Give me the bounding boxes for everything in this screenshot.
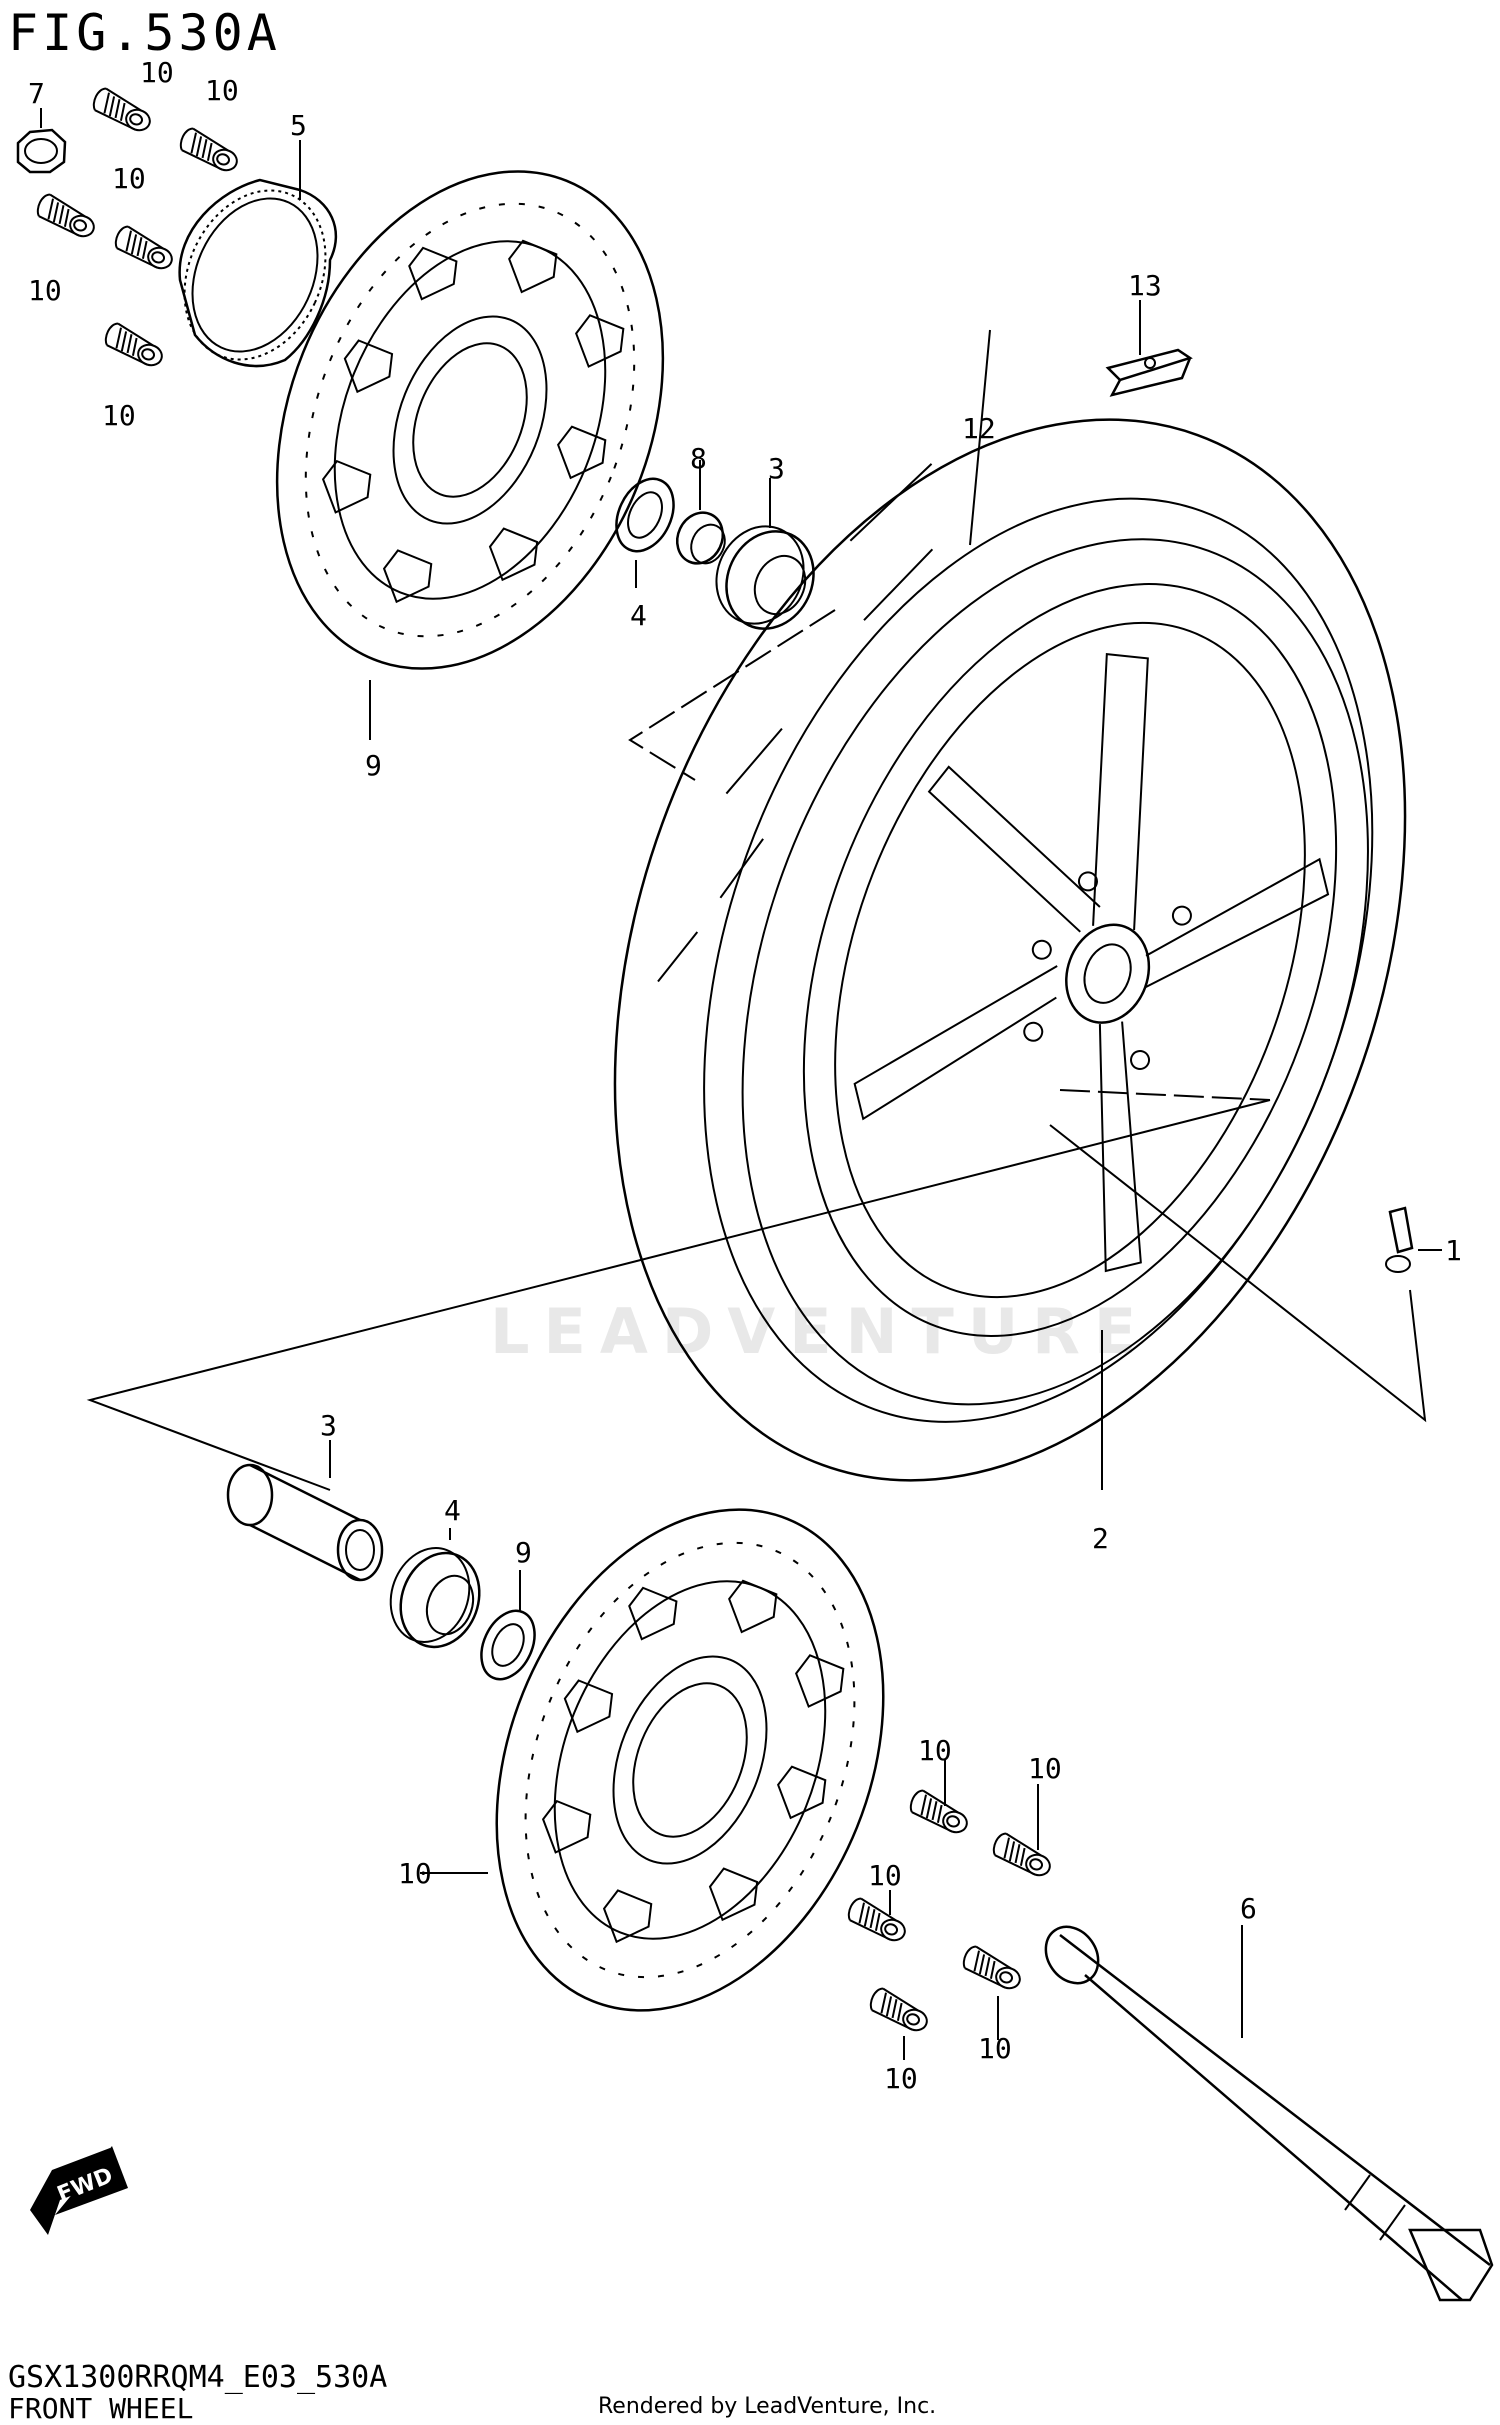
balancer-weight-13: [1105, 300, 1193, 397]
callout-label: 4: [630, 599, 647, 632]
assembly-lines: [86, 329, 1427, 1491]
brake-disc-9-upper: [275, 170, 665, 670]
callout-label: 10: [1028, 1752, 1062, 1785]
figure-title: FIG.530A: [8, 4, 281, 62]
callout-label: 2: [1092, 1522, 1109, 1555]
sensor-ring-5: [178, 140, 338, 368]
bolt-10: [32, 191, 101, 241]
bolt-10: [88, 85, 157, 135]
bolt-10: [100, 320, 169, 370]
callout-label: 4: [444, 1494, 461, 1527]
bolt-10: [988, 1830, 1057, 1880]
bolt-10: [865, 1985, 934, 2035]
callout-label: 10: [978, 2032, 1012, 2065]
bolt-10: [175, 125, 244, 175]
callout-label: 6: [1240, 1892, 1257, 1925]
tire-11: [613, 418, 1407, 1482]
callout-label: 10: [205, 74, 239, 107]
brake-disc-9-lower: [495, 1508, 885, 2012]
callout-label: 9: [365, 749, 382, 782]
callout-label: 5: [290, 109, 307, 142]
callout-label: 8: [690, 442, 707, 475]
callout-label: 13: [1128, 269, 1162, 302]
bolt-10: [843, 1895, 912, 1945]
callout-label: 10: [102, 399, 136, 432]
callout-label: 3: [768, 452, 785, 485]
bolt-10: [905, 1787, 974, 1837]
callout-label: 9: [515, 1536, 532, 1569]
callout-label: 7: [28, 77, 45, 110]
axle-spacer-2: [226, 1440, 384, 1582]
oil-seal-4-lower: [480, 1570, 536, 1681]
callout-label: 3: [320, 1409, 337, 1442]
callout-label: 10: [398, 1857, 432, 1890]
bearing-3-lower: [389, 1528, 481, 1649]
callout-label: 10: [868, 1859, 902, 1892]
callout-label: 10: [28, 274, 62, 307]
bolt-10: [958, 1943, 1027, 1993]
bearing-3-upper: [715, 478, 815, 630]
spacer-8: [675, 460, 726, 565]
fwd-arrow-badge: [30, 2146, 128, 2235]
footer-name: FRONT WHEEL: [8, 2392, 194, 2425]
wheel-1: [802, 583, 1338, 1337]
callout-label: 10: [918, 1734, 952, 1767]
callout-label: 10: [140, 56, 174, 89]
callout-label: 10: [884, 2062, 918, 2095]
callout-label: 10: [112, 162, 146, 195]
callout-label: 1: [1445, 1234, 1462, 1267]
bolt-10: [110, 223, 179, 273]
nut-7: [16, 108, 67, 174]
valve-12: [1385, 1206, 1442, 1273]
front-axle-6: [1044, 1925, 1494, 2302]
callout-label: 12: [962, 412, 996, 445]
footer-code: GSX1300RRQM4_E03_530A: [8, 2360, 388, 2395]
oil-seal-4-upper: [615, 477, 675, 588]
footer-render-credit: Rendered by LeadVenture, Inc.: [598, 2394, 937, 2419]
